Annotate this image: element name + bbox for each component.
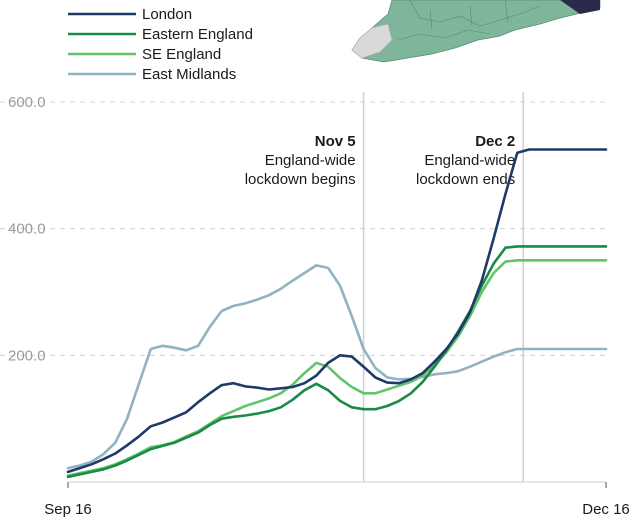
x-axis: Sep 16 Dec 16	[44, 481, 630, 518]
annotation-text: lockdown begins	[245, 171, 356, 188]
annotation-text: lockdown ends	[416, 171, 515, 188]
annotation-text: England-wide	[265, 152, 356, 169]
x-tick-label-start: Sep 16	[44, 501, 92, 518]
y-tick-label: 600.0	[8, 94, 46, 111]
series-line-eastern-england	[66, 245, 608, 479]
y-tick-label: 400.0	[8, 221, 46, 238]
annotation-date: Nov 5	[315, 133, 356, 150]
y-tick-label: 200.0	[8, 347, 46, 364]
map-inset	[351, 0, 601, 63]
series-line-se-england	[66, 259, 608, 477]
series-line-london	[66, 148, 608, 474]
series-lines	[66, 148, 608, 479]
annotations: Nov 5 England-wide lockdown begins Dec 2 Eng…	[245, 92, 524, 482]
x-tick-label-end: Dec 16	[582, 501, 630, 518]
legend-label: East Midlands	[142, 66, 236, 83]
annotation-text: England-wide	[424, 152, 515, 169]
legend-label: Eastern England	[142, 26, 253, 43]
legend-label: SE England	[142, 46, 221, 63]
legend-label: London	[142, 6, 192, 23]
series-line-east-midlands	[66, 264, 608, 470]
annotation-date: Dec 2	[475, 133, 515, 150]
grid: 200.0 400.0 600.0	[0, 94, 606, 364]
